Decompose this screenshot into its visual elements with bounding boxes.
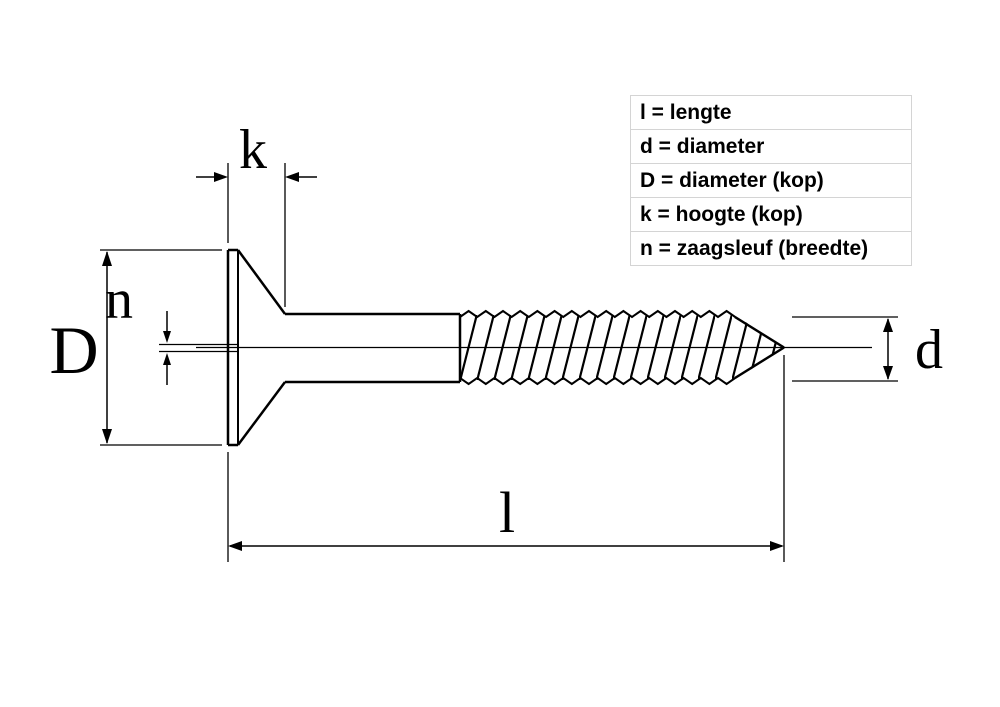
dim-label-d: d <box>915 319 943 381</box>
screw-slot <box>159 343 238 353</box>
legend-table: l = lengte d = diameter D = diameter (ko… <box>630 95 912 266</box>
legend-row-diameter: d = diameter <box>631 130 911 164</box>
dimension-D <box>100 249 222 446</box>
dimension-d <box>792 316 898 382</box>
dimension-n <box>163 311 171 385</box>
legend-text-diameter-kop: D = diameter (kop) <box>640 168 824 192</box>
screw-head <box>226 248 287 447</box>
legend-text-zaagsleuf: n = zaagsleuf (breedte) <box>640 236 869 260</box>
screw-thread <box>459 309 784 386</box>
legend-row-zaagsleuf: n = zaagsleuf (breedte) <box>631 232 911 265</box>
dimension-k <box>196 163 317 307</box>
dim-label-D: D <box>49 312 99 388</box>
dim-label-k: k <box>239 119 267 181</box>
legend-text-hoogte-kop: k = hoogte (kop) <box>640 202 803 226</box>
legend-row-lengte: l = lengte <box>631 96 911 130</box>
dim-label-l: l <box>498 480 516 545</box>
legend-row-hoogte-kop: k = hoogte (kop) <box>631 198 911 232</box>
legend-text-diameter: d = diameter <box>640 134 765 158</box>
legend-text-lengte: l = lengte <box>640 100 732 124</box>
dimension-l <box>227 355 785 562</box>
dim-label-n: n <box>105 269 133 331</box>
legend-row-diameter-kop: D = diameter (kop) <box>631 164 911 198</box>
screw-tip <box>734 315 785 380</box>
